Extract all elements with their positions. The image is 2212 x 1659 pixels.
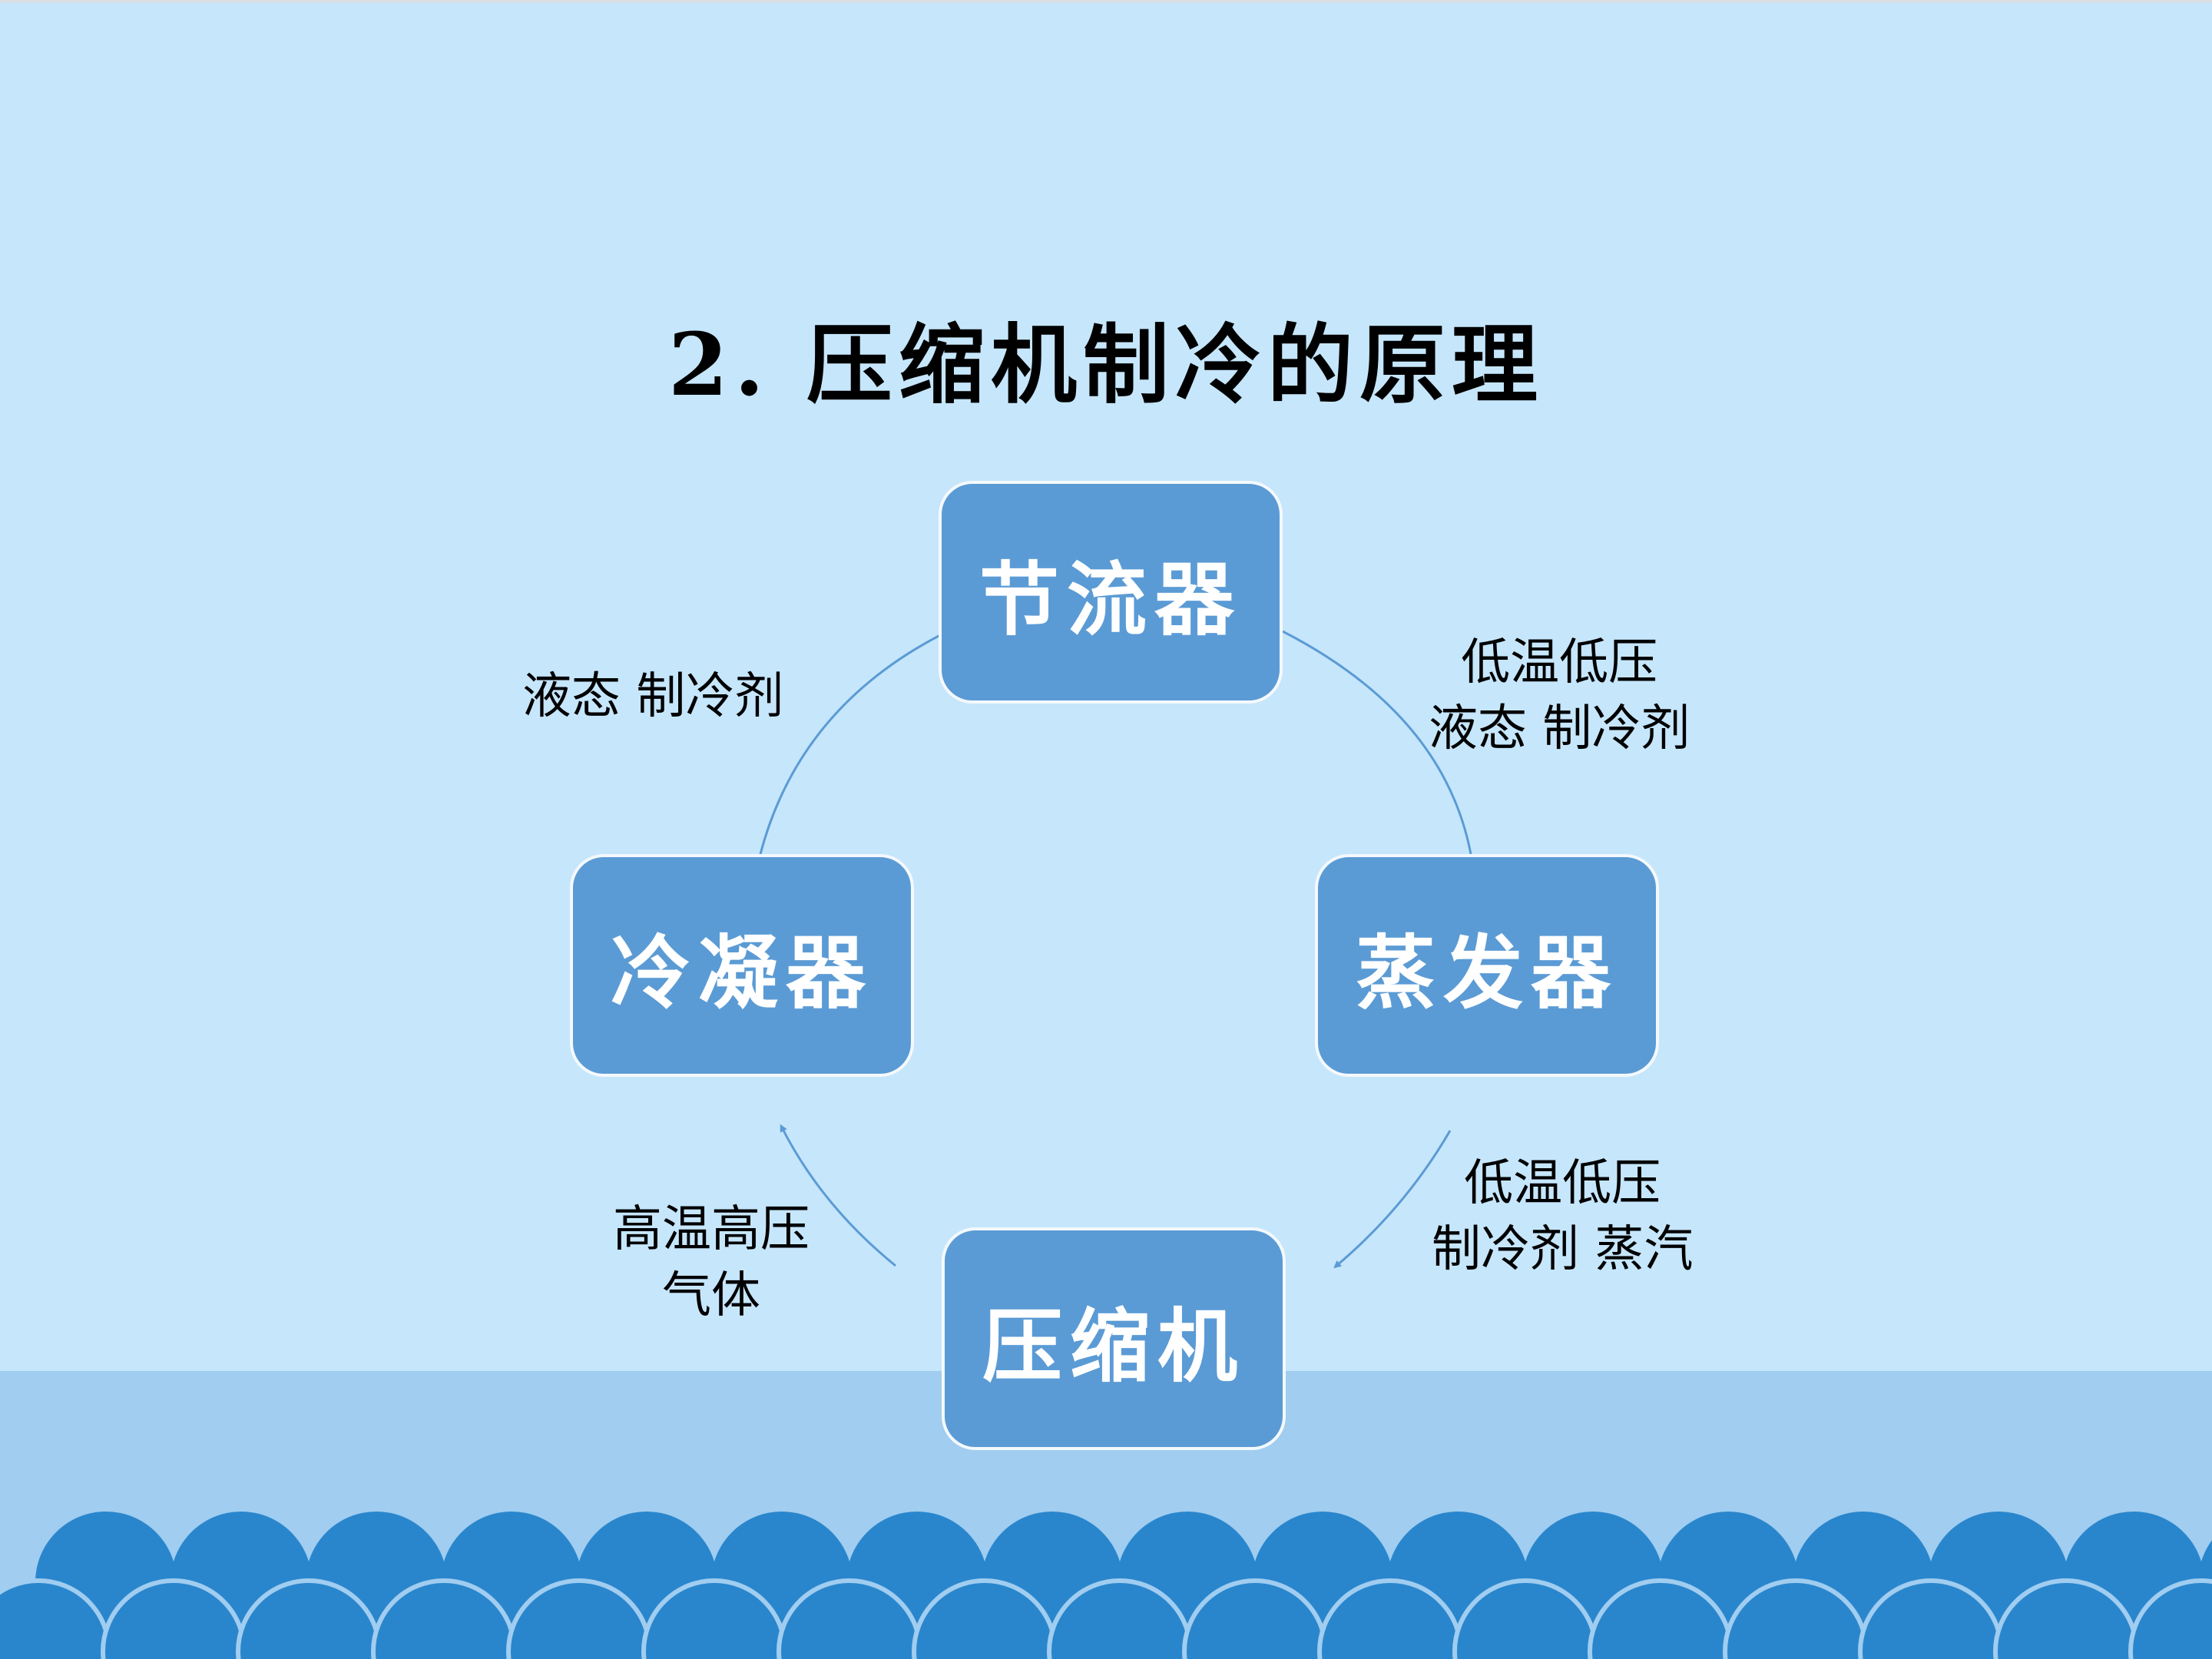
top-divider [0,0,2212,3]
wave-scallop [2128,1578,2212,1659]
label-liquid-refrigerant: 液态 制冷剂 [522,664,783,730]
label-line: 气体 [662,1267,760,1324]
label-line: 高温高压 [613,1201,810,1258]
wave-decoration [0,1512,2212,1659]
node-throttle: 节流器 [939,481,1283,704]
node-compressor: 压缩机 [942,1227,1286,1450]
slide-title: 2. 压缩机制冷的原理 [668,315,1544,416]
arrow-condenser-to-throttle [759,633,942,855]
node-condenser: 冷凝器 [570,854,914,1077]
label-line: 低温低压 [1461,634,1658,691]
arrow-throttle-to-evaporator [1282,630,1472,855]
label-low-temp-vapor: 低温低压 制冷剂 蒸汽 [1432,1151,1693,1283]
label-line: 液态 制冷剂 [1429,700,1690,757]
label-line: 液态 制冷剂 [522,668,784,725]
wave-row-front [0,1578,2212,1659]
node-evaporator: 蒸发器 [1315,854,1659,1077]
label-line: 低温低压 [1464,1155,1661,1212]
label-low-temp-liquid: 低温低压 液态 制冷剂 [1429,630,1690,762]
arrow-compressor-to-condenser [780,1124,896,1267]
arrow-evaporator-to-compressor [1333,1130,1452,1269]
label-line: 制冷剂 蒸汽 [1432,1221,1694,1278]
label-high-temp-gas: 高温高压 气体 [613,1197,810,1329]
